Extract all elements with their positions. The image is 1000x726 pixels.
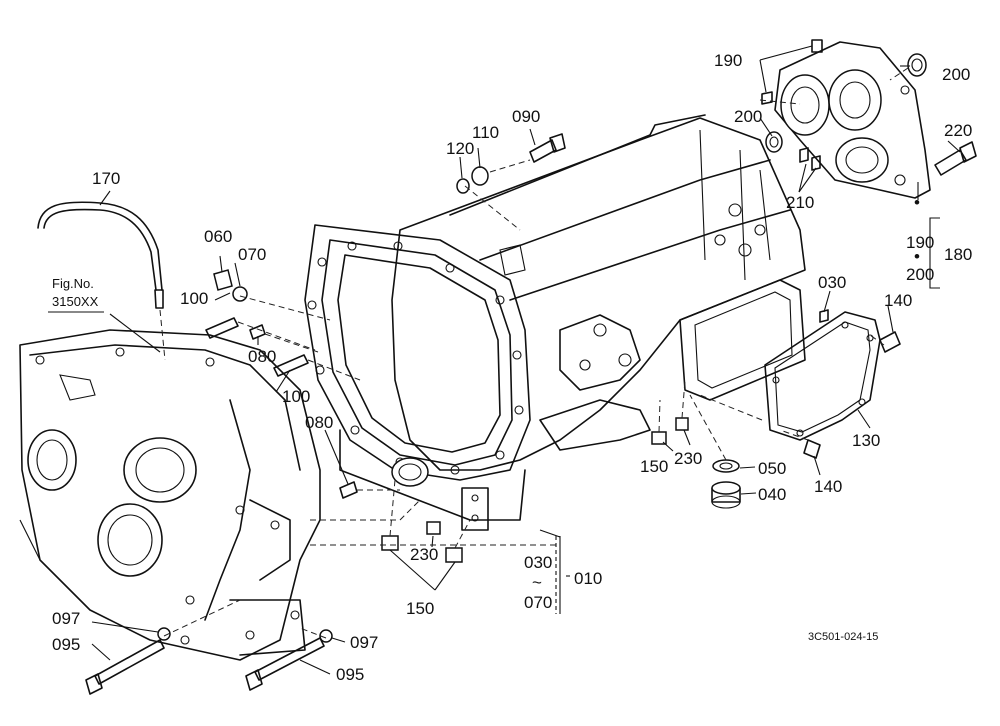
- assembly-lines: [163, 67, 919, 639]
- label-060: 060: [204, 227, 232, 246]
- dot-190: •: [914, 193, 920, 212]
- transmission-case: [391, 114, 806, 471]
- label-097: 097: [52, 609, 80, 628]
- label-140: 140: [884, 291, 912, 310]
- oil-seal-200: [907, 53, 927, 77]
- pipe-170: [37, 201, 166, 361]
- label-210: 210: [786, 193, 814, 212]
- oil-seal-200: [765, 131, 783, 153]
- case-side-opening: [679, 279, 806, 401]
- label-100: 100: [282, 387, 310, 406]
- bolt-095: [254, 637, 325, 681]
- fig-ref-line2: 3150XX: [52, 294, 99, 309]
- dot-200: •: [914, 247, 920, 266]
- label-010: 010: [574, 569, 602, 588]
- nut-230: [675, 417, 689, 431]
- label-200: 200: [942, 65, 970, 84]
- label-030: 030: [818, 273, 846, 292]
- label-095: 095: [52, 635, 80, 654]
- plug-060: [213, 269, 233, 291]
- label-140: 140: [814, 477, 842, 496]
- pin-030: [819, 309, 829, 323]
- label-200: 200: [906, 265, 934, 284]
- label-230: 230: [674, 449, 702, 468]
- pin-080: [339, 481, 358, 499]
- label-030: 030: [524, 553, 552, 572]
- label-150: 150: [406, 599, 434, 618]
- label-170: 170: [92, 169, 120, 188]
- label-080: 080: [248, 347, 276, 366]
- label-100: 100: [180, 289, 208, 308]
- stud-100: [205, 317, 239, 339]
- nut-150: [381, 535, 399, 551]
- bolt-140: [803, 439, 821, 459]
- fig-ref-line1: Fig.No.: [52, 276, 94, 291]
- label-050: 050: [758, 459, 786, 478]
- washer-097: [157, 627, 171, 641]
- bolt-090: [529, 139, 557, 163]
- tilde: ~: [532, 573, 542, 592]
- pin-210: [811, 155, 821, 171]
- side-cover-130: [764, 311, 881, 441]
- label-070: 070: [238, 245, 266, 264]
- drawing-code: 3C501-024-15: [808, 631, 878, 643]
- washer-097: [319, 629, 333, 643]
- label-070: 070: [524, 593, 552, 612]
- label-230: 230: [410, 545, 438, 564]
- label-040: 040: [758, 485, 786, 504]
- drain-plug-040: [711, 459, 741, 509]
- bolt-095: [94, 639, 165, 685]
- o-ring-070: [232, 286, 248, 302]
- label-097: 097: [350, 633, 378, 652]
- label-080: 080: [305, 413, 333, 432]
- label-150: 150: [640, 457, 668, 476]
- label-220: 220: [944, 121, 972, 140]
- label-180: 180: [944, 245, 972, 264]
- pin-210: [799, 147, 809, 163]
- washer-120: [456, 178, 470, 194]
- leader-lines: [91, 45, 961, 675]
- nut-230: [426, 521, 441, 535]
- front-gear-case: [19, 329, 321, 661]
- washer-110: [471, 166, 489, 186]
- label-120: 120: [446, 139, 474, 158]
- label-095: 095: [336, 665, 364, 684]
- plug-190: [761, 91, 773, 105]
- bolt-220: [934, 149, 967, 176]
- label-090: 090: [512, 107, 540, 126]
- pto-cover: [774, 39, 931, 199]
- label-130: 130: [852, 431, 880, 450]
- label-190: 190: [906, 233, 934, 252]
- nut-150: [445, 547, 463, 563]
- clutch-housing: [304, 224, 531, 531]
- label-190: 190: [714, 51, 742, 70]
- label-200: 200: [734, 107, 762, 126]
- label-110: 110: [472, 123, 499, 142]
- stud-100: [273, 354, 309, 377]
- bolt-140: [879, 331, 901, 353]
